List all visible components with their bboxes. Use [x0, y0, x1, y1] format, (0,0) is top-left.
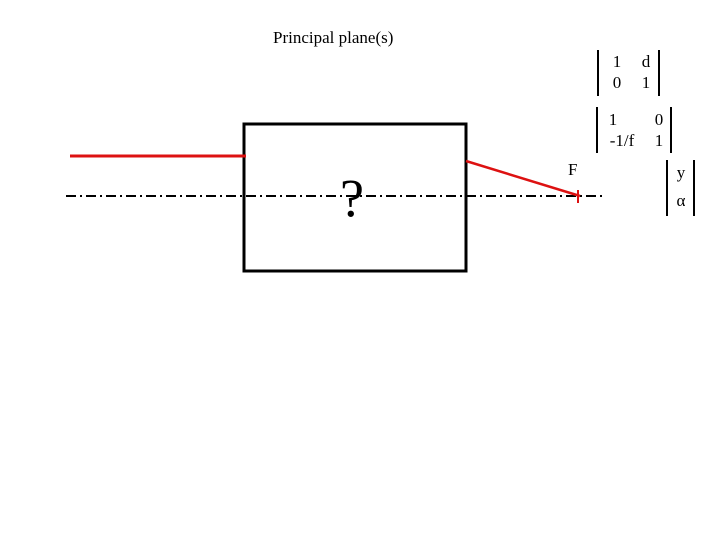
optical-system-box [242, 122, 468, 273]
translation-matrix-r2c1: 0 [612, 73, 622, 92]
translation-matrix-r2c2: 1 [641, 73, 651, 92]
translation-matrix-r1c2: d [641, 52, 651, 71]
focal-point-label: F [568, 160, 578, 179]
translation-matrix-r1c1: 1 [612, 52, 622, 71]
lens-matrix-r2c1: -1/f [609, 131, 635, 150]
lens-matrix-r1c2: 0 [654, 110, 664, 129]
ray-vector-height: y [676, 163, 686, 182]
ray-vector-angle: α [676, 191, 686, 210]
principal-planes-title: Principal plane(s) [273, 28, 394, 47]
unknown-system-label: ? [340, 168, 364, 228]
lens-matrix-r2c2: 1 [654, 131, 664, 150]
outgoing-ray [465, 159, 581, 198]
lens-matrix-r1c1: 1 [608, 110, 618, 129]
